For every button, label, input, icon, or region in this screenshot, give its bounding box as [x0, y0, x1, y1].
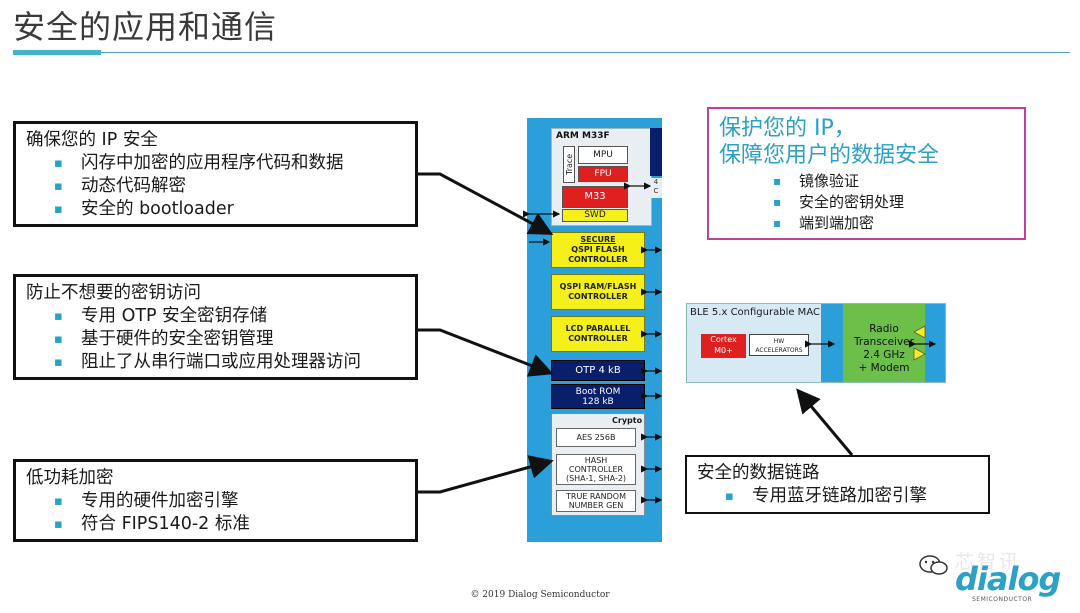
fpu-block: FPU: [578, 166, 628, 182]
watermark-text: 芯智讯: [955, 551, 1022, 573]
block-label: Cortex: [710, 335, 737, 344]
block-label: QSPI FLASH: [571, 245, 625, 254]
callout-item: 专用蓝牙链路加密引擎: [725, 485, 978, 508]
block-label: CONTROLLER: [568, 255, 628, 264]
title-rule: [13, 52, 1070, 53]
callout-data-link: 安全的数据链路 专用蓝牙链路加密引擎: [685, 455, 990, 514]
protect-line-1: 保护您的 IP，: [719, 116, 856, 141]
block-label: AES 256B: [576, 433, 616, 442]
block-label: M0+: [714, 346, 733, 355]
dialog-logo-sub: SEMICONDUCTOR: [972, 596, 1033, 603]
block-label: SECURE: [580, 235, 616, 244]
callout-item: 动态代码解密: [54, 175, 405, 198]
block-label: ACCELERATORS: [755, 347, 803, 354]
boot-rom-block: Boot ROM 128 kB: [551, 384, 645, 409]
aes-block: AES 256B: [556, 428, 636, 447]
boot-rom-label: Boot ROM: [575, 386, 621, 397]
block-label: Transceiver: [854, 336, 914, 348]
hw-accelerators-block: HW ACCELERATORS: [749, 334, 809, 356]
protect-ip-box: 保护您的 IP， 保障您用户的数据安全 镜像验证 安全的密钥处理 端到端加密: [707, 107, 1026, 240]
block-label: + Modem: [858, 362, 910, 374]
mpu-block: MPU: [578, 146, 628, 164]
pointer-ip-security: [418, 172, 554, 235]
page-title: 安全的应用和通信: [13, 8, 278, 46]
boot-rom-size: 128 kB: [582, 396, 614, 407]
callout-item: 基于硬件的安全密钥管理: [54, 328, 405, 351]
callout-heading: 低功耗加密: [26, 468, 114, 488]
wechat-icon: [919, 555, 948, 575]
callout-heading: 防止不想要的密钥访问: [26, 283, 201, 303]
callout-key-access: 防止不想要的密钥访问 专用 OTP 安全密钥存储 基于硬件的安全密钥管理 阻止了…: [13, 274, 418, 380]
callout-ip-security: 确保您的 IP 安全 闪存中加密的应用程序代码和数据 动态代码解密 安全的 bo…: [13, 121, 418, 227]
ble-title: BLE 5.x Configurable MAC: [690, 307, 820, 318]
navy-block: [650, 128, 662, 176]
callout-item: 阻止了从串行端口或应用处理器访问: [54, 351, 405, 374]
antenna-rx-icon: [913, 347, 926, 361]
callout-item: 符合 FIPS140-2 标准: [54, 513, 405, 536]
pointer-low-power: [418, 455, 554, 494]
core-title: ARM M33F: [556, 131, 610, 141]
antenna-tx-icon: [913, 325, 926, 339]
footer-copyright: © 2019 Dialog Semiconductor: [470, 590, 610, 600]
qspi-ram-flash-controller: QSPI RAM/FLASH CONTROLLER: [551, 274, 645, 310]
callout-item: 专用 OTP 安全密钥存储: [54, 305, 405, 328]
crypto-title: Crypto: [612, 416, 643, 425]
protect-line-2: 保障您用户的数据安全: [719, 143, 940, 168]
bus-arrows-left: [523, 210, 561, 375]
pointer-key-access: [418, 328, 554, 377]
block-label: HASH: [584, 456, 608, 465]
pointer-data-link: [796, 388, 854, 456]
block-label: CONTROLLER: [568, 465, 624, 474]
callout-low-power: 低功耗加密 专用的硬件加密引擎 符合 FIPS140-2 标准: [13, 459, 418, 542]
block-label: CONTROLLER: [568, 334, 628, 343]
callout-heading: 确保您的 IP 安全: [26, 130, 158, 150]
protect-item: 端到端加密: [773, 213, 1014, 234]
dialog-logo: dialog: [955, 560, 1061, 598]
bus-arrows-right: [624, 182, 663, 504]
callout-heading: 安全的数据链路: [697, 463, 820, 483]
otp-label: OTP 4 kB: [575, 364, 621, 376]
hash-controller-block: HASH CONTROLLER (SHA-1, SHA-2): [556, 454, 636, 485]
callout-item: 闪存中加密的应用程序代码和数据: [54, 152, 405, 175]
protect-item: 镜像验证: [773, 171, 1014, 192]
block-label: QSPI RAM/FLASH: [559, 282, 637, 291]
side-label: 4 C: [650, 178, 662, 198]
callout-item: 安全的 bootloader: [54, 198, 405, 221]
block-label: LCD PARALLEL: [565, 324, 631, 333]
block-label: HW: [773, 338, 785, 345]
cortex-m0-block: Cortex M0+: [701, 334, 746, 358]
m33-block: M33: [562, 186, 628, 208]
block-label: (SHA-1, SHA-2): [565, 474, 627, 483]
swd-block: SWD: [562, 209, 628, 222]
block-label: Radio: [869, 323, 899, 335]
callout-item: 专用的硬件加密引擎: [54, 490, 405, 513]
title-accent-bar: [13, 50, 101, 55]
protect-item: 安全的密钥处理: [773, 192, 1014, 213]
block-label: CONTROLLER: [568, 292, 628, 301]
block-label: TRUE RANDOM: [566, 492, 626, 501]
block-label: NUMBER GEN: [568, 501, 624, 510]
block-label: 2.4 GHz: [863, 349, 905, 361]
trng-block: TRUE RANDOM NUMBER GEN: [556, 490, 636, 512]
lcd-parallel-controller: LCD PARALLEL CONTROLLER: [551, 316, 645, 352]
